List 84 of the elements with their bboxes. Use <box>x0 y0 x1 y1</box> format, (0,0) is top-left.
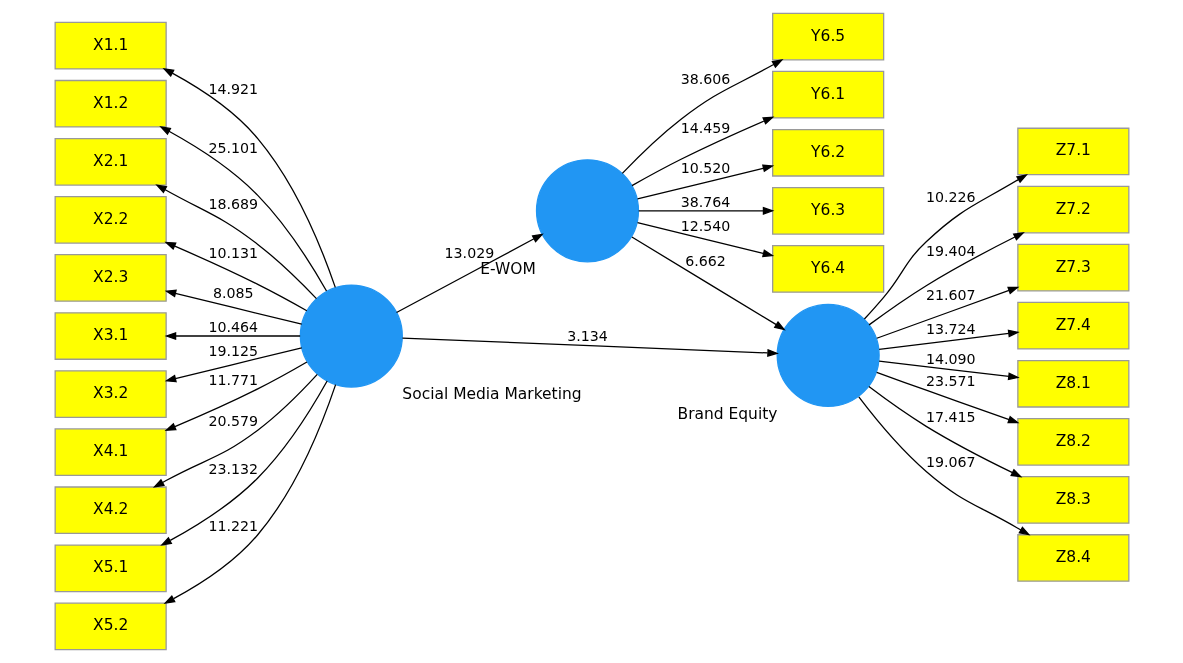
node-box: X4.1 <box>54 428 167 477</box>
arrow <box>152 373 318 488</box>
edge-label: 17.415 <box>925 409 976 426</box>
node-box: Y6.5 <box>771 12 884 61</box>
arrow <box>162 68 336 289</box>
arrow <box>857 396 1030 536</box>
edge-label: 14.090 <box>925 351 976 368</box>
edge-label: 23.132 <box>207 460 258 477</box>
node-label: Social Media Marketing <box>401 385 582 404</box>
node-box: X4.2 <box>54 486 167 535</box>
node-box: Y6.4 <box>771 245 884 293</box>
node-box: Y6.3 <box>771 186 884 235</box>
node-box: Z7.3 <box>1016 243 1129 292</box>
node-box: X3.2 <box>54 370 167 418</box>
arrow <box>630 236 786 331</box>
arrow <box>164 347 302 383</box>
edge-label: 38.764 <box>680 193 730 210</box>
node-circle <box>299 284 403 388</box>
arrow <box>164 331 301 341</box>
edge-label: 11.771 <box>207 371 258 388</box>
arrow <box>875 286 1019 339</box>
node-box: X1.2 <box>54 79 167 128</box>
arrow <box>163 383 336 604</box>
node-box: Z8.4 <box>1016 534 1129 582</box>
edge-label: 6.662 <box>684 253 726 270</box>
arrow <box>401 337 779 357</box>
arrow <box>163 241 307 312</box>
arrow <box>621 59 784 175</box>
edge-label: 11.221 <box>207 517 258 534</box>
edge-label: 23.571 <box>925 373 976 390</box>
edge-label: 13.724 <box>925 321 976 338</box>
node-box: X1.1 <box>54 21 167 70</box>
arrow <box>867 232 1025 326</box>
edge-label: 8.085 <box>212 285 254 302</box>
arrow <box>867 385 1022 478</box>
edge-label: 12.540 <box>680 218 730 235</box>
arrow <box>159 380 328 546</box>
node-box: X2.2 <box>54 196 167 244</box>
edge-label: 20.579 <box>207 413 258 430</box>
arrow <box>863 174 1028 320</box>
edge-label: 10.464 <box>207 318 258 335</box>
arrow <box>636 164 774 200</box>
edge-label: 25.101 <box>207 139 258 156</box>
node-label: Brand Equity <box>677 404 777 423</box>
node-box: Y6.2 <box>771 128 884 177</box>
edge-label: 13.029 <box>444 245 494 262</box>
node-circle <box>776 303 880 407</box>
arrow <box>395 233 544 314</box>
node-box: X5.2 <box>54 602 167 651</box>
node-box: Y6.1 <box>771 70 884 119</box>
arrow <box>154 184 317 300</box>
arrow <box>164 289 302 325</box>
edge-label: 19.404 <box>925 242 976 259</box>
edge-label: 10.131 <box>207 245 258 262</box>
edge-label: 38.606 <box>680 71 730 88</box>
arrow <box>875 371 1020 424</box>
edge-label: 19.067 <box>925 454 976 471</box>
node-box: X3.1 <box>54 312 167 360</box>
node-box: X5.1 <box>54 544 167 593</box>
node-label: E-WOM <box>479 260 536 279</box>
edge-label: 14.921 <box>207 81 258 98</box>
node-box: Z7.2 <box>1016 185 1129 234</box>
arrow <box>630 116 774 187</box>
edge-label: 10.520 <box>680 160 730 177</box>
arrow <box>878 360 1020 381</box>
node-box: Z7.1 <box>1016 127 1129 176</box>
node-box: X2.1 <box>54 137 167 186</box>
node-circle <box>535 159 639 263</box>
edge-label: 21.607 <box>925 286 976 303</box>
node-box: Z7.4 <box>1016 301 1129 350</box>
arrow <box>158 126 327 292</box>
edge-label: 19.125 <box>207 343 258 360</box>
edge-label: 10.226 <box>925 188 976 205</box>
arrow <box>163 361 308 432</box>
edge-label: 14.459 <box>680 120 730 137</box>
node-box: Z8.2 <box>1016 417 1129 466</box>
edge-label: 18.689 <box>207 196 258 213</box>
arrow <box>636 222 774 258</box>
edge-label: 3.134 <box>566 327 608 344</box>
arrow <box>878 329 1020 350</box>
node-box: Z8.3 <box>1016 476 1129 524</box>
node-box: X2.3 <box>54 254 167 302</box>
node-box: Z8.1 <box>1016 359 1129 408</box>
arrow <box>637 206 774 215</box>
